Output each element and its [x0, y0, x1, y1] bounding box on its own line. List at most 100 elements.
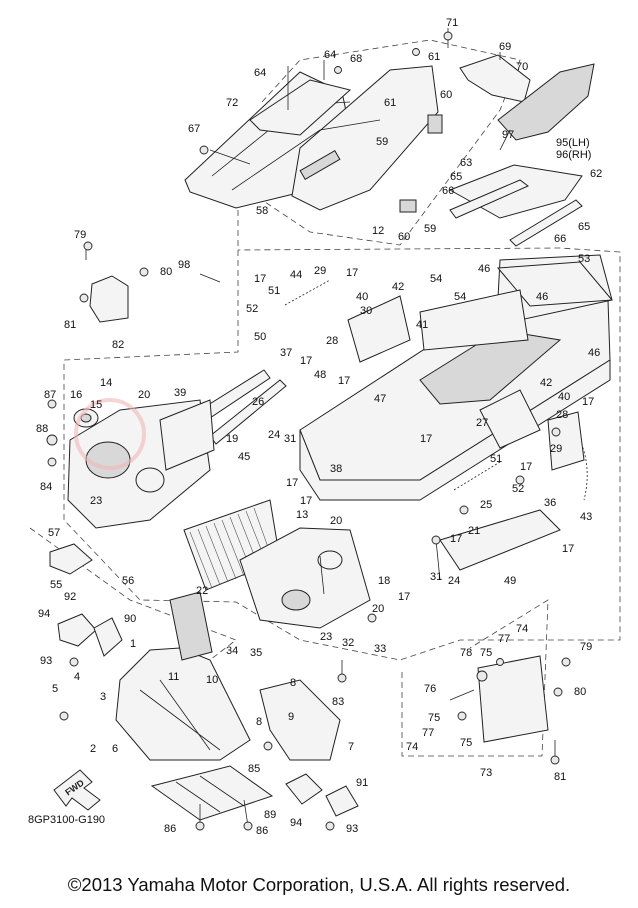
- callout-label: 26: [252, 396, 264, 408]
- bracket-90: [93, 617, 123, 657]
- callout-label: 1: [130, 638, 136, 650]
- callout-label: 30: [360, 305, 372, 317]
- callout-label: 10: [206, 674, 218, 686]
- callout-label: 20: [330, 515, 342, 527]
- callout-label: 59: [424, 223, 436, 235]
- callout-label: 19: [226, 433, 238, 445]
- bracket-89: [285, 773, 323, 805]
- callout-label: 22: [196, 585, 208, 597]
- chain-29b: [453, 461, 501, 491]
- front-bulkhead-13: [239, 527, 371, 629]
- callout-label: 82: [112, 339, 124, 351]
- callout-label: 90: [124, 613, 136, 625]
- bracket-39: [159, 399, 215, 471]
- copyright-notice: ©2013 Yamaha Motor Corporation, U.S.A. A…: [67, 874, 571, 895]
- callout-label: 7: [348, 741, 354, 753]
- callout-label: 46: [588, 347, 600, 359]
- callout-label: 94: [38, 608, 50, 620]
- callout-label: 55: [50, 579, 62, 591]
- callout-label: 17: [254, 273, 266, 285]
- callout-label: 34: [226, 645, 238, 657]
- callout-label: 17: [398, 591, 410, 603]
- bracket-30: [347, 295, 411, 363]
- callout-label: 60: [440, 89, 452, 101]
- callout-label: 12: [372, 225, 384, 237]
- watermark-logo: [74, 398, 146, 470]
- callout-label: 80: [574, 686, 586, 698]
- callout-label: 79: [580, 641, 592, 653]
- strip-19: [209, 379, 287, 445]
- bracket-91: [325, 785, 359, 817]
- front-frame-1: [115, 591, 251, 761]
- callout-label: 65: [450, 171, 462, 183]
- rear-group-boundary: [63, 160, 621, 661]
- callout-label: 5: [52, 683, 58, 695]
- callout-label: 46: [478, 263, 490, 275]
- callout-label: 96(RH): [556, 149, 591, 161]
- callout-label: 77: [422, 727, 434, 739]
- chain-29a: [284, 279, 331, 306]
- callout-label: 81: [554, 771, 566, 783]
- bracket-27: [479, 389, 541, 449]
- callout-label: 11: [168, 671, 179, 683]
- callout-label: 4: [74, 671, 80, 683]
- callout-label: 45: [238, 451, 250, 463]
- callout-label: 38: [330, 463, 342, 475]
- callout-label: 18: [378, 575, 390, 587]
- callout-label: 29: [314, 265, 326, 277]
- callout-label: 98: [178, 259, 190, 271]
- callout-label: 63: [460, 157, 472, 169]
- callout-label: 89: [264, 809, 276, 821]
- callout-label: 62: [590, 168, 602, 180]
- callout-label: 75: [480, 647, 492, 659]
- callout-label: 93: [40, 655, 52, 667]
- callout-label: 61: [384, 97, 396, 109]
- callout-label: 17: [450, 533, 462, 545]
- callout-label: 88: [36, 423, 48, 435]
- callout-label: 23: [90, 495, 102, 507]
- callout-label: 17: [300, 495, 312, 507]
- callout-label: 21: [468, 525, 480, 537]
- callout-label: 31: [284, 433, 296, 445]
- callout-label: 8: [290, 677, 296, 689]
- callout-label: 52: [246, 303, 258, 315]
- callout-label: 17: [286, 477, 298, 489]
- callout-label: 17: [346, 267, 358, 279]
- callout-label: 70: [516, 61, 528, 73]
- callout-label: 14: [100, 377, 112, 389]
- callout-label: 97: [502, 129, 514, 141]
- callout-label: 66: [554, 233, 566, 245]
- callout-label: 24: [268, 429, 280, 441]
- callout-label: 43: [580, 511, 592, 523]
- callout-label: 46: [536, 291, 548, 303]
- drawing-code: 8GP3100-G190: [28, 814, 105, 826]
- callout-label: 74: [406, 741, 418, 753]
- callout-label: 42: [392, 281, 404, 293]
- bracket-36: [547, 411, 585, 471]
- callout-label: 54: [430, 273, 442, 285]
- callout-label: 51: [490, 453, 502, 465]
- callout-label: 17: [520, 461, 532, 473]
- callout-label: 72: [226, 97, 238, 109]
- callout-label: 17: [338, 375, 350, 387]
- exploded-frame-diagram: FWD: [28, 17, 621, 837]
- callout-label: 33: [374, 643, 386, 655]
- callout-label: 17: [562, 543, 574, 555]
- callout-label: 32: [342, 637, 354, 649]
- bracket-55: [49, 543, 93, 575]
- callout-label: 54: [454, 291, 466, 303]
- callout-label: 50: [254, 331, 266, 343]
- callout-label: 58: [256, 205, 268, 217]
- side-cover: [497, 63, 595, 141]
- callout-label: 94: [290, 817, 302, 829]
- callout-label: 73: [480, 767, 492, 779]
- callout-label: 80: [160, 266, 172, 278]
- rear-rail-upper: [449, 179, 529, 219]
- callout-label: 42: [540, 377, 552, 389]
- callout-label: 93: [346, 823, 358, 835]
- callout-label: 68: [350, 53, 362, 65]
- rear-rail-lower: [509, 199, 583, 247]
- callout-label: 47: [374, 393, 386, 405]
- callout-label: 13: [296, 509, 308, 521]
